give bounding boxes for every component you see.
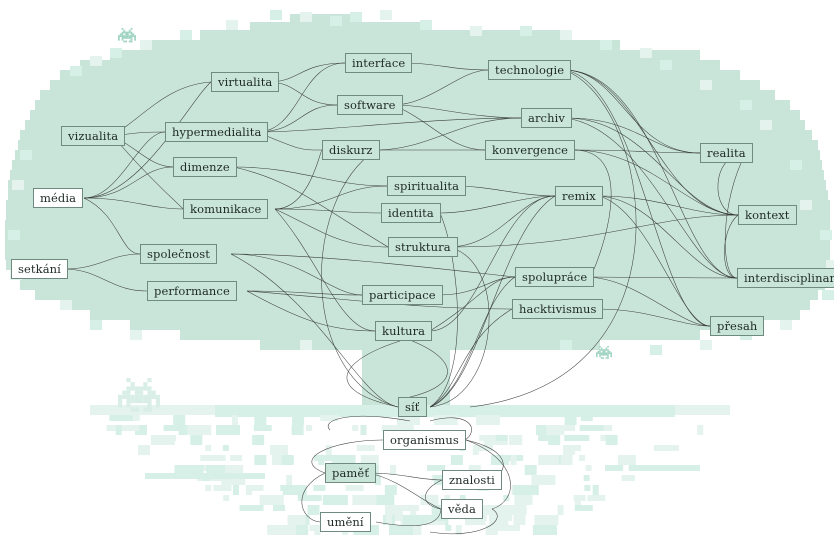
node-identita: identita (381, 203, 441, 223)
node-kultura: kultura (375, 321, 433, 341)
node-software: software (337, 95, 403, 115)
node-umeni: umění (320, 512, 371, 532)
node-presah: přesah (710, 316, 765, 336)
node-participace: participace (362, 285, 443, 305)
node-struktura: struktura (388, 237, 458, 257)
node-dimenze: dimenze (173, 157, 237, 177)
node-remix: remix (555, 186, 603, 206)
space-invader-icon (596, 346, 612, 359)
node-kontext: kontext (738, 205, 797, 225)
node-pamet: paměť (325, 463, 377, 483)
node-performance: performance (147, 281, 237, 301)
tree-roots-pixels (90, 405, 730, 535)
decorations (118, 28, 612, 412)
node-spiritualita: spiritualita (387, 176, 467, 196)
node-komunikace: komunikace (183, 199, 269, 219)
space-invader-icon (118, 28, 136, 43)
node-spolecnost: společnost (140, 244, 217, 264)
node-organismus: organismus (383, 430, 466, 450)
space-invader-icon (118, 378, 160, 412)
node-znalosti: znalosti (442, 470, 502, 490)
node-interdisciplinarita: interdisciplinarita (737, 268, 834, 288)
node-sit: síť (398, 397, 427, 417)
node-archiv: archiv (521, 108, 572, 128)
node-virtualita: virtualita (211, 72, 280, 92)
node-media: média (33, 188, 84, 208)
node-veda: věda (441, 499, 483, 519)
node-hacktivismus: hacktivismus (512, 299, 604, 319)
node-vizualita: vizualita (61, 126, 126, 146)
node-spoluprace: spolupráce (515, 267, 595, 287)
node-interface: interface (345, 53, 413, 73)
node-diskurz: diskurz (322, 140, 380, 160)
node-setkani: setkání (11, 259, 68, 279)
node-technologie: technologie (488, 60, 572, 80)
node-realita: realita (700, 143, 753, 163)
node-hypermedialita: hypermedialita (165, 122, 269, 142)
connection-lines (63, 62, 747, 535)
node-konvergence: konvergence (485, 140, 576, 160)
